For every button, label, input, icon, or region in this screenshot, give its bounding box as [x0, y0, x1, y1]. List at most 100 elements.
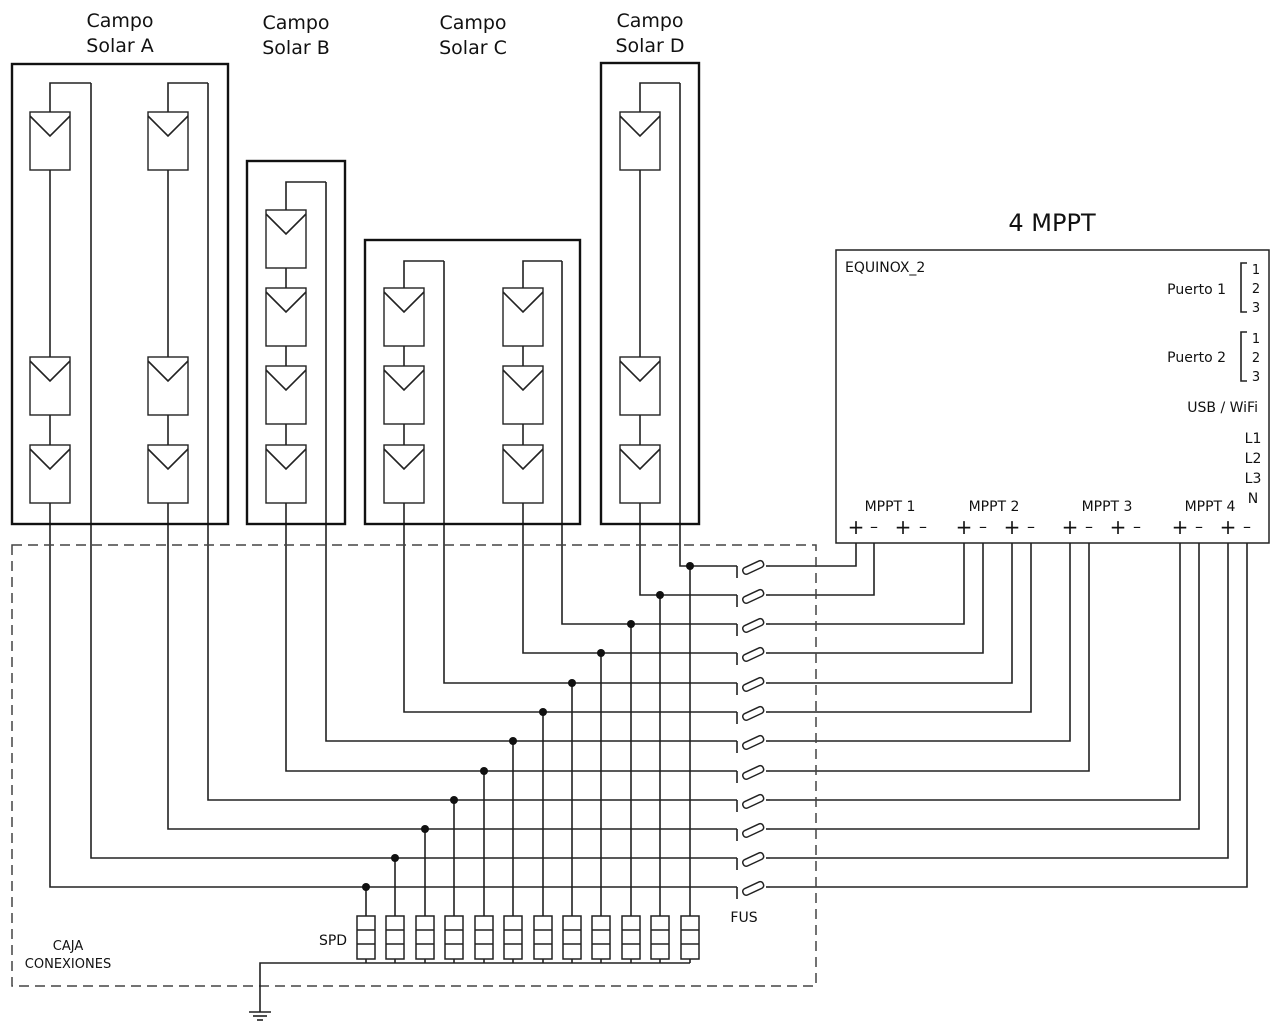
junction-dot — [421, 825, 429, 833]
field-d-title-line2: Solar D — [615, 35, 684, 57]
terminal-minus: – — [1195, 517, 1203, 536]
field-b-enclosure — [245, 159, 347, 526]
earth-conductor — [259, 962, 366, 1012]
field-b-title-line1: Campo — [262, 12, 329, 34]
string-loop-top — [522, 260, 562, 288]
fuse-to-mppt-conductor — [770, 543, 965, 625]
usb-wifi-label: USB / WiFi — [1187, 400, 1258, 416]
pv-module-diode-mark — [502, 448, 544, 471]
fuse-symbol — [741, 617, 765, 634]
junction-dot — [656, 591, 664, 599]
terminal-minus: – — [1133, 517, 1141, 536]
pv-module — [147, 356, 189, 416]
string-loop-top — [49, 82, 91, 112]
pv-module — [147, 111, 189, 171]
terminal-minus: – — [1085, 517, 1093, 536]
string-loop-top — [403, 260, 444, 288]
junction-dot — [627, 620, 635, 628]
pv-modules — [29, 111, 661, 504]
fuse-to-mppt-conductor — [770, 543, 1181, 801]
terminal-plus: + — [956, 515, 973, 539]
pv-module — [383, 365, 425, 425]
spd-row — [249, 915, 700, 1021]
terminal-plus: + — [1220, 515, 1237, 539]
fuse-symbol — [741, 676, 765, 693]
spd-module — [356, 915, 376, 960]
string-conductor — [49, 503, 737, 888]
junction-dot — [391, 854, 399, 862]
spd-module — [680, 915, 700, 960]
pv-module-diode-mark — [383, 291, 425, 314]
pv-module — [265, 287, 307, 347]
fuse-label: FUS — [730, 910, 757, 926]
spd-module — [444, 915, 464, 960]
junction-dot — [450, 796, 458, 804]
port2-pin1: 1 — [1252, 332, 1260, 347]
string-wiring — [49, 82, 1248, 916]
mppt1-label: MPPT 1 — [865, 499, 916, 515]
field-a-title-line1: Campo — [86, 10, 153, 32]
pv-module-diode-mark — [147, 115, 189, 138]
fuse-symbol — [741, 705, 765, 722]
port2-pin3: 3 — [1252, 370, 1260, 385]
pv-module-diode-mark — [265, 291, 307, 314]
port-bracket — [1240, 262, 1247, 313]
terminal-minus: – — [979, 517, 987, 536]
pv-module — [619, 444, 661, 504]
ac-terminal-l3: L3 — [1245, 471, 1262, 487]
pv-module-diode-mark — [147, 448, 189, 471]
port1-pin3: 3 — [1252, 301, 1260, 316]
terminal-minus: – — [870, 517, 878, 536]
junction-dot — [686, 562, 694, 570]
spd-module — [533, 915, 553, 960]
fuse-symbol — [741, 764, 765, 781]
junction-dot — [480, 767, 488, 775]
string-conductor — [639, 503, 737, 596]
pv-module — [265, 444, 307, 504]
junction-dot — [362, 883, 370, 891]
inverter-equinox: +–+–+–+–+–+–+–+– — [835, 249, 1270, 544]
fuse-symbol — [741, 793, 765, 810]
fuse-symbol — [741, 734, 765, 751]
string-conductor — [561, 261, 737, 625]
string-conductor — [207, 83, 737, 801]
field-d-enclosure — [599, 61, 701, 526]
pv-module-diode-mark — [147, 360, 189, 383]
string-conductor — [325, 182, 737, 742]
junction-dot — [568, 679, 576, 687]
field-b-title-line2: Solar B — [262, 37, 330, 59]
ac-terminal-l1: L1 — [1245, 431, 1262, 447]
pv-module-diode-mark — [619, 448, 661, 471]
string-loop-top — [167, 82, 208, 112]
pv-module-diode-mark — [619, 115, 661, 138]
inverter-enclosure — [835, 249, 1270, 544]
junction-dot — [509, 737, 517, 745]
fuse-symbol — [741, 880, 765, 897]
port1-pin2: 2 — [1252, 282, 1260, 297]
port2-pin2: 2 — [1252, 351, 1260, 366]
spd-module — [562, 915, 582, 960]
field-a-enclosure — [10, 62, 230, 526]
pv-module — [147, 444, 189, 504]
pv-module — [502, 365, 544, 425]
field-d-title-line1: Campo — [616, 10, 683, 32]
field-c-title-line1: Campo — [439, 12, 506, 34]
terminal-plus: + — [1110, 515, 1127, 539]
inverter-model: EQUINOX_2 — [845, 260, 925, 276]
string-conductor — [522, 503, 737, 654]
string-conductor — [679, 83, 737, 567]
field-c-enclosure — [363, 238, 582, 526]
pv-module-diode-mark — [265, 369, 307, 392]
terminal-plus: + — [1062, 515, 1079, 539]
port1-label: Puerto 1 — [1167, 282, 1226, 298]
mppt3-label: MPPT 3 — [1082, 499, 1133, 515]
pv-module-diode-mark — [383, 369, 425, 392]
fuse-to-mppt-conductor — [770, 543, 1229, 859]
mppt2-label: MPPT 2 — [969, 499, 1020, 515]
port2-label: Puerto 2 — [1167, 350, 1226, 366]
pv-module-diode-mark — [265, 213, 307, 236]
pv-module-diode-mark — [29, 448, 71, 471]
mppt4-label: MPPT 4 — [1185, 499, 1236, 515]
spd-module — [591, 915, 611, 960]
fuse-to-mppt-conductor — [770, 543, 1248, 888]
